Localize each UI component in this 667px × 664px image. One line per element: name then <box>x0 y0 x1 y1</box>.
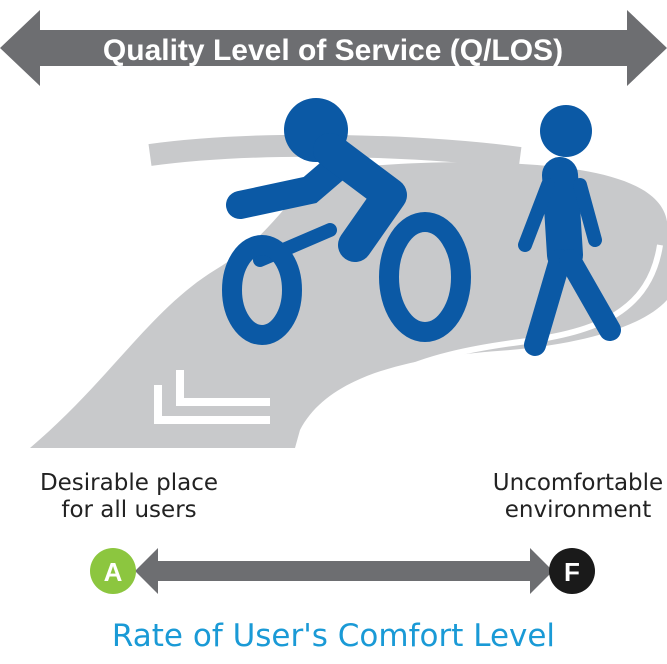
desirable-label-line2: for all users <box>61 497 197 523</box>
comfort-scale: A F <box>90 548 595 594</box>
uncomfortable-label: Uncomfortable environment <box>478 470 667 524</box>
uncomfortable-label-line1: Uncomfortable <box>492 470 664 496</box>
title-text: Quality Level of Service (Q/LOS) <box>103 34 563 67</box>
pedestrian-icon <box>518 105 621 356</box>
grade-f-label: F <box>564 557 580 587</box>
grade-a-label: A <box>104 557 123 587</box>
desirable-label: Desirable place for all users <box>34 470 224 524</box>
subtitle: Rate of User's Comfort Level <box>111 618 556 654</box>
grade-f-badge <box>549 548 595 594</box>
title-banner: Quality Level of Service (Q/LOS) <box>0 10 667 86</box>
uncomfortable-label-line2: environment <box>504 497 652 523</box>
grade-a-badge <box>90 548 136 594</box>
desirable-label-line1: Desirable place <box>39 470 219 496</box>
cyclist-icon <box>222 98 471 345</box>
